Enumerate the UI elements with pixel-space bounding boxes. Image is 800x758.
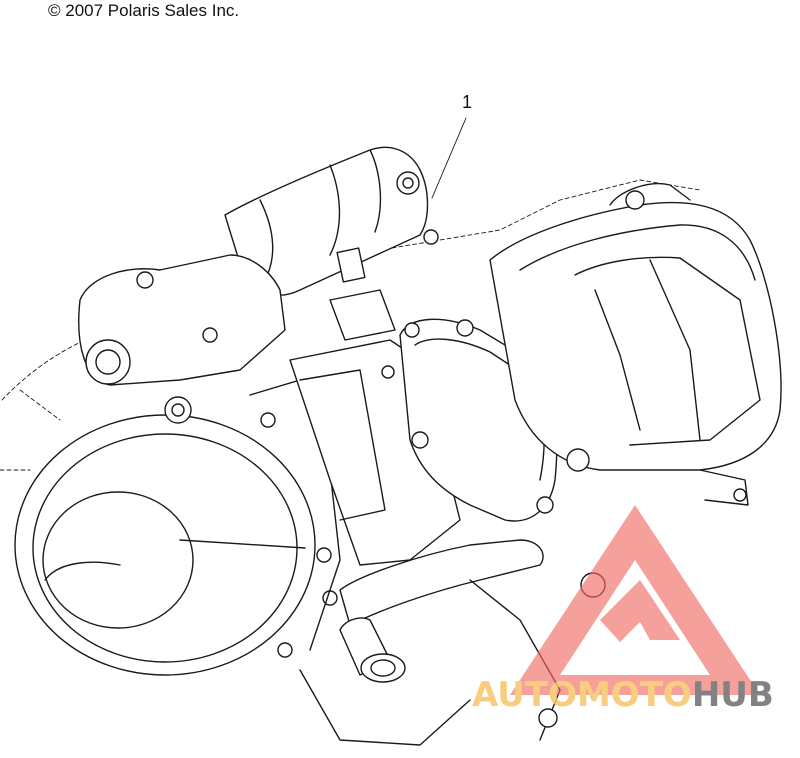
callout-label: 1 xyxy=(462,92,472,112)
valve-cover-right xyxy=(489,183,782,506)
left-housing xyxy=(78,254,286,386)
callout-leader-line xyxy=(431,117,467,199)
watermark-logo: AUTOMOTOHUB xyxy=(472,505,774,715)
watermark-text-left: AUTOMOTO xyxy=(472,675,692,715)
watermark-triangle xyxy=(510,505,760,695)
copyright-text: © 2007 Polaris Sales Inc. xyxy=(48,1,240,20)
callout-1: 1 xyxy=(431,92,472,199)
coolant-hoses xyxy=(299,539,606,746)
watermark-inner-mark xyxy=(600,580,680,642)
watermark-text-right: HUB xyxy=(692,675,774,715)
flywheel-cover xyxy=(14,379,341,676)
starter-motor xyxy=(224,146,439,296)
svg-text:AUTOMOTOHUB: AUTOMOTOHUB xyxy=(472,675,774,715)
